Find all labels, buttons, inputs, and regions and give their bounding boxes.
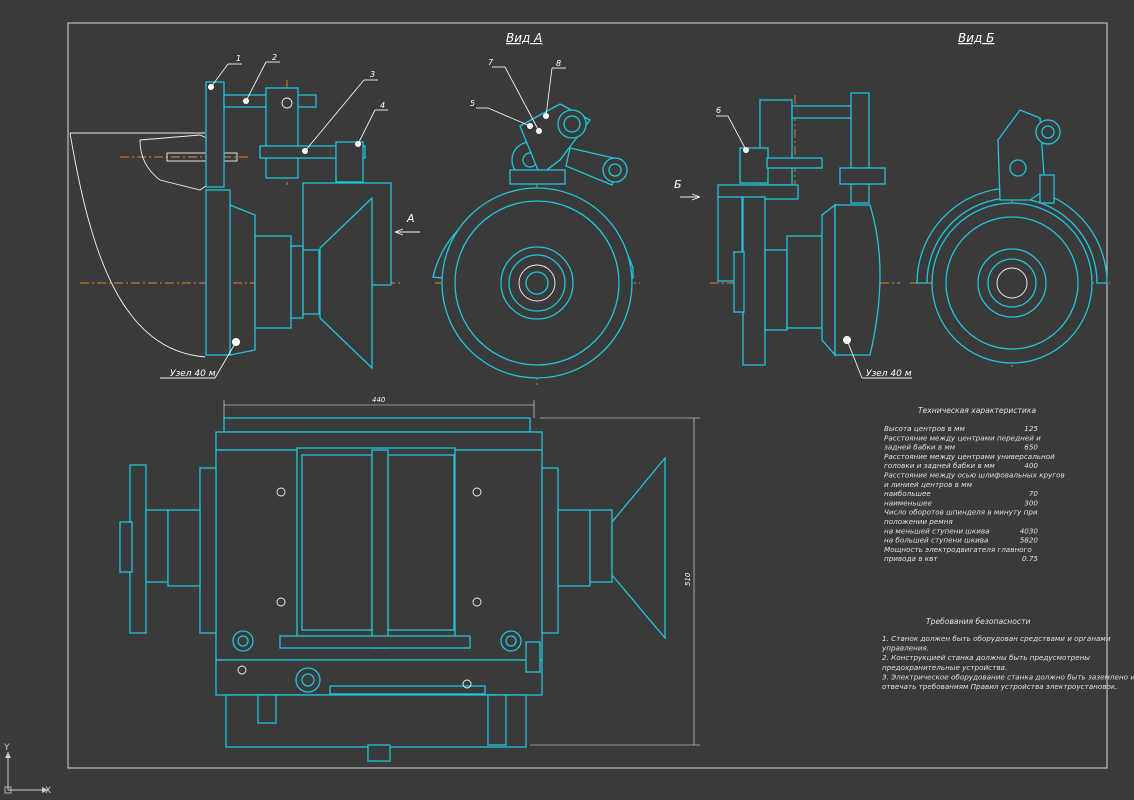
- spec-row-value: 0.75: [1022, 554, 1038, 563]
- spec-row-text: наибольшее: [884, 489, 931, 498]
- safety-title: Требования безопасности: [926, 617, 1031, 626]
- spec-row-text: головки и задней бабки в мм: [884, 461, 995, 470]
- spec-row-text: Высота центров в мм: [884, 424, 965, 433]
- safety-line: отвечать требованиям Правил устройства э…: [882, 682, 1118, 691]
- callout-4: 4: [380, 101, 385, 110]
- spec-row-text: Число оборотов шпинделя в минуту при: [884, 508, 1038, 517]
- node-right-label: Узел 40 м: [866, 369, 912, 379]
- spec-row-text: и линией центров в мм: [884, 480, 973, 489]
- spec-row-text: Расстояние между осью шлифовальных круго…: [884, 471, 1065, 480]
- spec-row-text: Расстояние между центрами универсальной: [884, 452, 1055, 461]
- spec-row-text: Мощность электродвигателя главного: [884, 545, 1032, 554]
- spec-row-value: 300: [1024, 498, 1038, 507]
- callout-2: 2: [272, 53, 277, 62]
- spec-row-text: задней бабки в мм: [884, 443, 956, 452]
- spec-row-value: 650: [1024, 443, 1038, 452]
- spec-row-text: Расстояние между центрами передней и: [884, 433, 1041, 442]
- view-b-front: [910, 109, 1110, 370]
- plan-view: [119, 400, 700, 762]
- spec-row-text: наименьшее: [884, 498, 933, 507]
- spec-row-text: привода в квт: [884, 554, 938, 563]
- view-a: [432, 66, 640, 385]
- node-left-label: Узел 40 м: [170, 369, 216, 379]
- arrow-b-label: Б: [674, 178, 682, 191]
- ucs-y-label: Y: [3, 743, 10, 753]
- spec-row-text: на большей ступени шкива: [884, 536, 988, 545]
- safety-line: предохранительные устройства.: [882, 663, 1007, 672]
- callout-3: 3: [370, 70, 375, 79]
- safety-line: 3. Электрическое оборудование станка дол…: [882, 672, 1134, 681]
- front-view: [69, 61, 420, 379]
- arrow-a-label: А: [406, 212, 415, 225]
- callout-8: 8: [556, 59, 561, 68]
- spec-row-value: 70: [1029, 489, 1039, 498]
- callout-7: 7: [488, 58, 494, 67]
- spec-row-value: 400: [1024, 461, 1038, 470]
- dimension-width: 440: [372, 396, 386, 404]
- spec-row-text: положении ремня: [884, 517, 953, 526]
- callout-6: 6: [716, 106, 721, 115]
- safety-line: управления.: [881, 644, 929, 653]
- safety-list: 1. Станок должен быть оборудован средств…: [881, 634, 1134, 691]
- view-a-label: Вид А: [506, 31, 542, 45]
- safety-line: 2. Конструкцией станка должны быть преду…: [882, 653, 1090, 662]
- callout-5: 5: [470, 99, 475, 108]
- spec-row-value: 5820: [1020, 536, 1039, 545]
- spec-row-value: 125: [1024, 424, 1038, 433]
- callout-1: 1: [236, 54, 241, 63]
- spec-row-text: на меньшей ступени шкива: [884, 526, 990, 535]
- safety-line: 1. Станок должен быть оборудован средств…: [882, 634, 1111, 643]
- ucs-x-label: X: [45, 786, 51, 796]
- specs-title: Техническая характеристика: [918, 406, 1036, 415]
- dimension-height: 510: [684, 572, 692, 586]
- spec-row-value: 4030: [1020, 526, 1039, 535]
- view-b-label: Вид Б: [958, 31, 994, 45]
- view-b-side: [680, 92, 912, 379]
- ucs-icon: [4, 752, 48, 794]
- sheet-frame: [67, 22, 1108, 769]
